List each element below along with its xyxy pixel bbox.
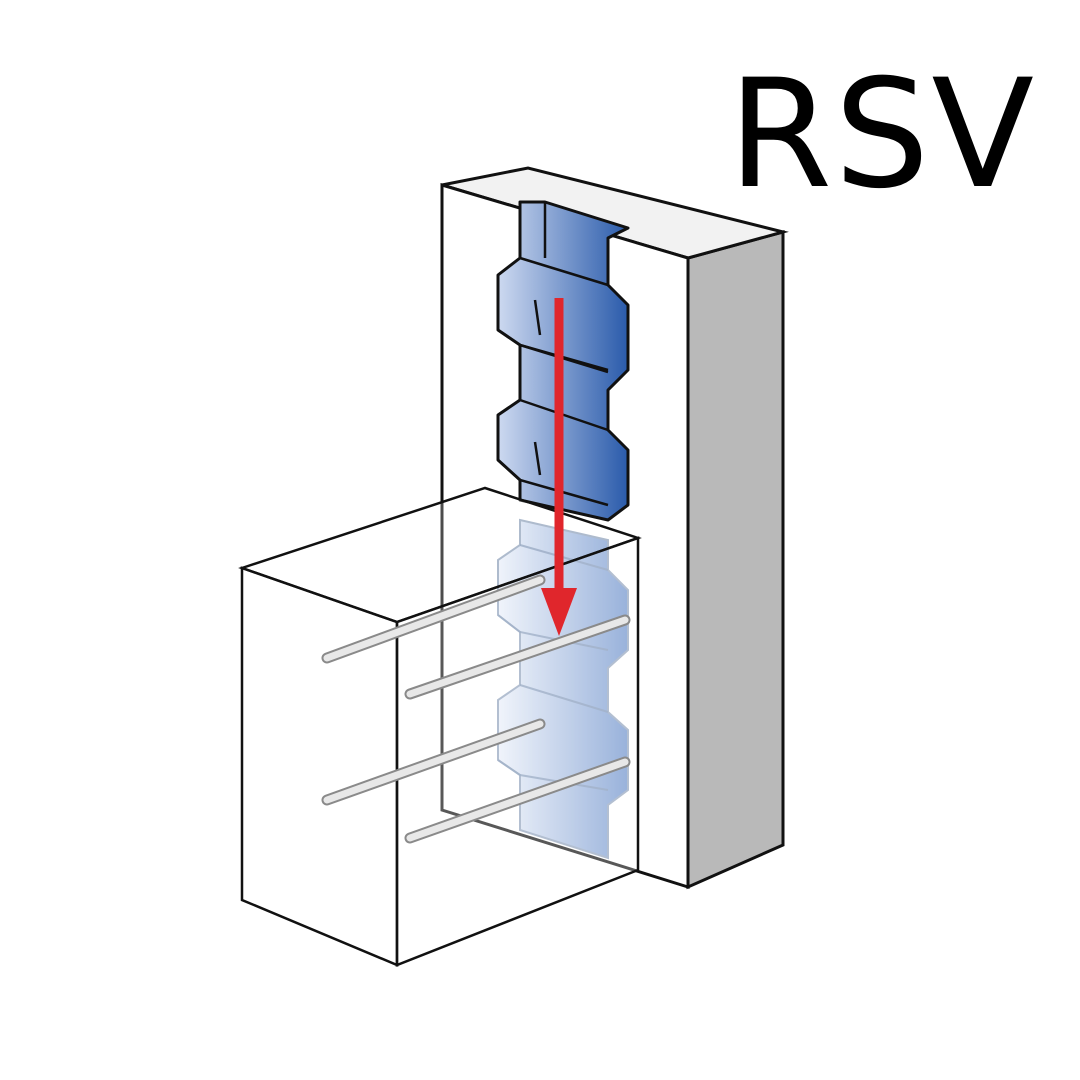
- rebar: [404, 756, 631, 844]
- wall-side-face: [686, 230, 785, 890]
- block-left-face: [240, 566, 399, 967]
- insertion-arrow: [541, 298, 577, 636]
- rebar: [404, 614, 631, 700]
- rebar: [321, 574, 546, 664]
- rebars: [321, 574, 631, 844]
- rebar: [321, 718, 546, 806]
- lower-block: [238, 486, 642, 967]
- diagram-label: RSV: [728, 48, 1037, 222]
